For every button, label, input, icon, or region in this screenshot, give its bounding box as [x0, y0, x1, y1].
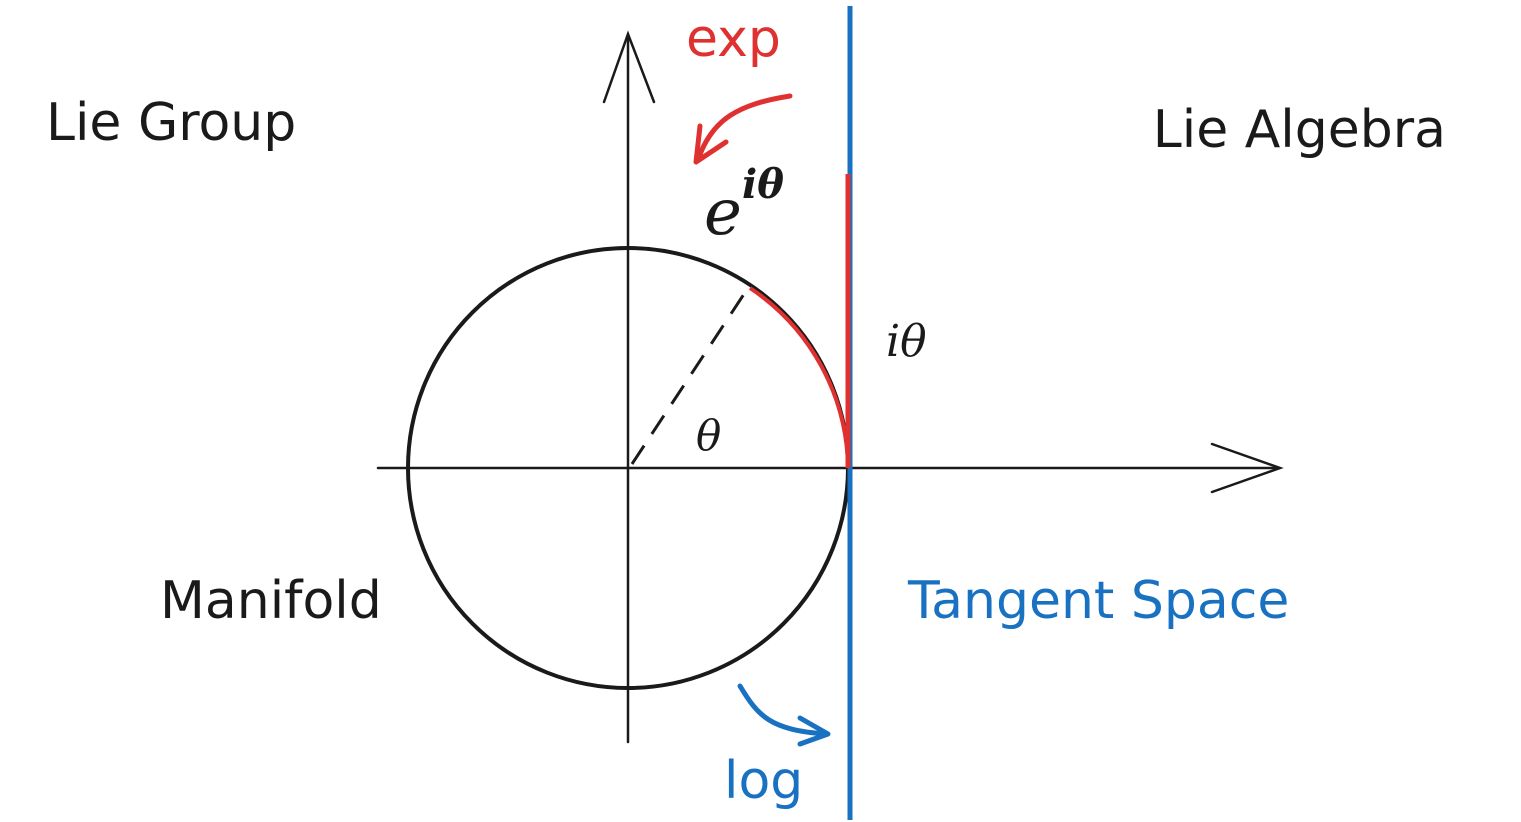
tangent-space-label: Tangent Space: [907, 571, 1289, 631]
theta-angle-label: θ: [696, 411, 721, 460]
e-exponent: iθ: [742, 161, 784, 208]
y-axis-arrowhead: [602, 30, 656, 104]
exp-arrow: [693, 93, 793, 165]
exp-label: exp: [686, 9, 781, 69]
lie-algebra-label: Lie Algebra: [1153, 100, 1446, 160]
lie-group-label: Lie Group: [46, 93, 296, 153]
x-axis-arrowhead: [1210, 442, 1284, 494]
red-arc: [748, 286, 850, 469]
e-i-theta-label: e iθ: [704, 161, 784, 250]
e-base: e: [704, 176, 742, 250]
i-theta-label: iθ: [886, 316, 927, 367]
axes: [376, 30, 1284, 744]
log-label: log: [724, 751, 803, 811]
manifold-label: Manifold: [160, 571, 382, 631]
log-arrow: [737, 683, 831, 747]
radius-dashed-line: [630, 287, 750, 465]
